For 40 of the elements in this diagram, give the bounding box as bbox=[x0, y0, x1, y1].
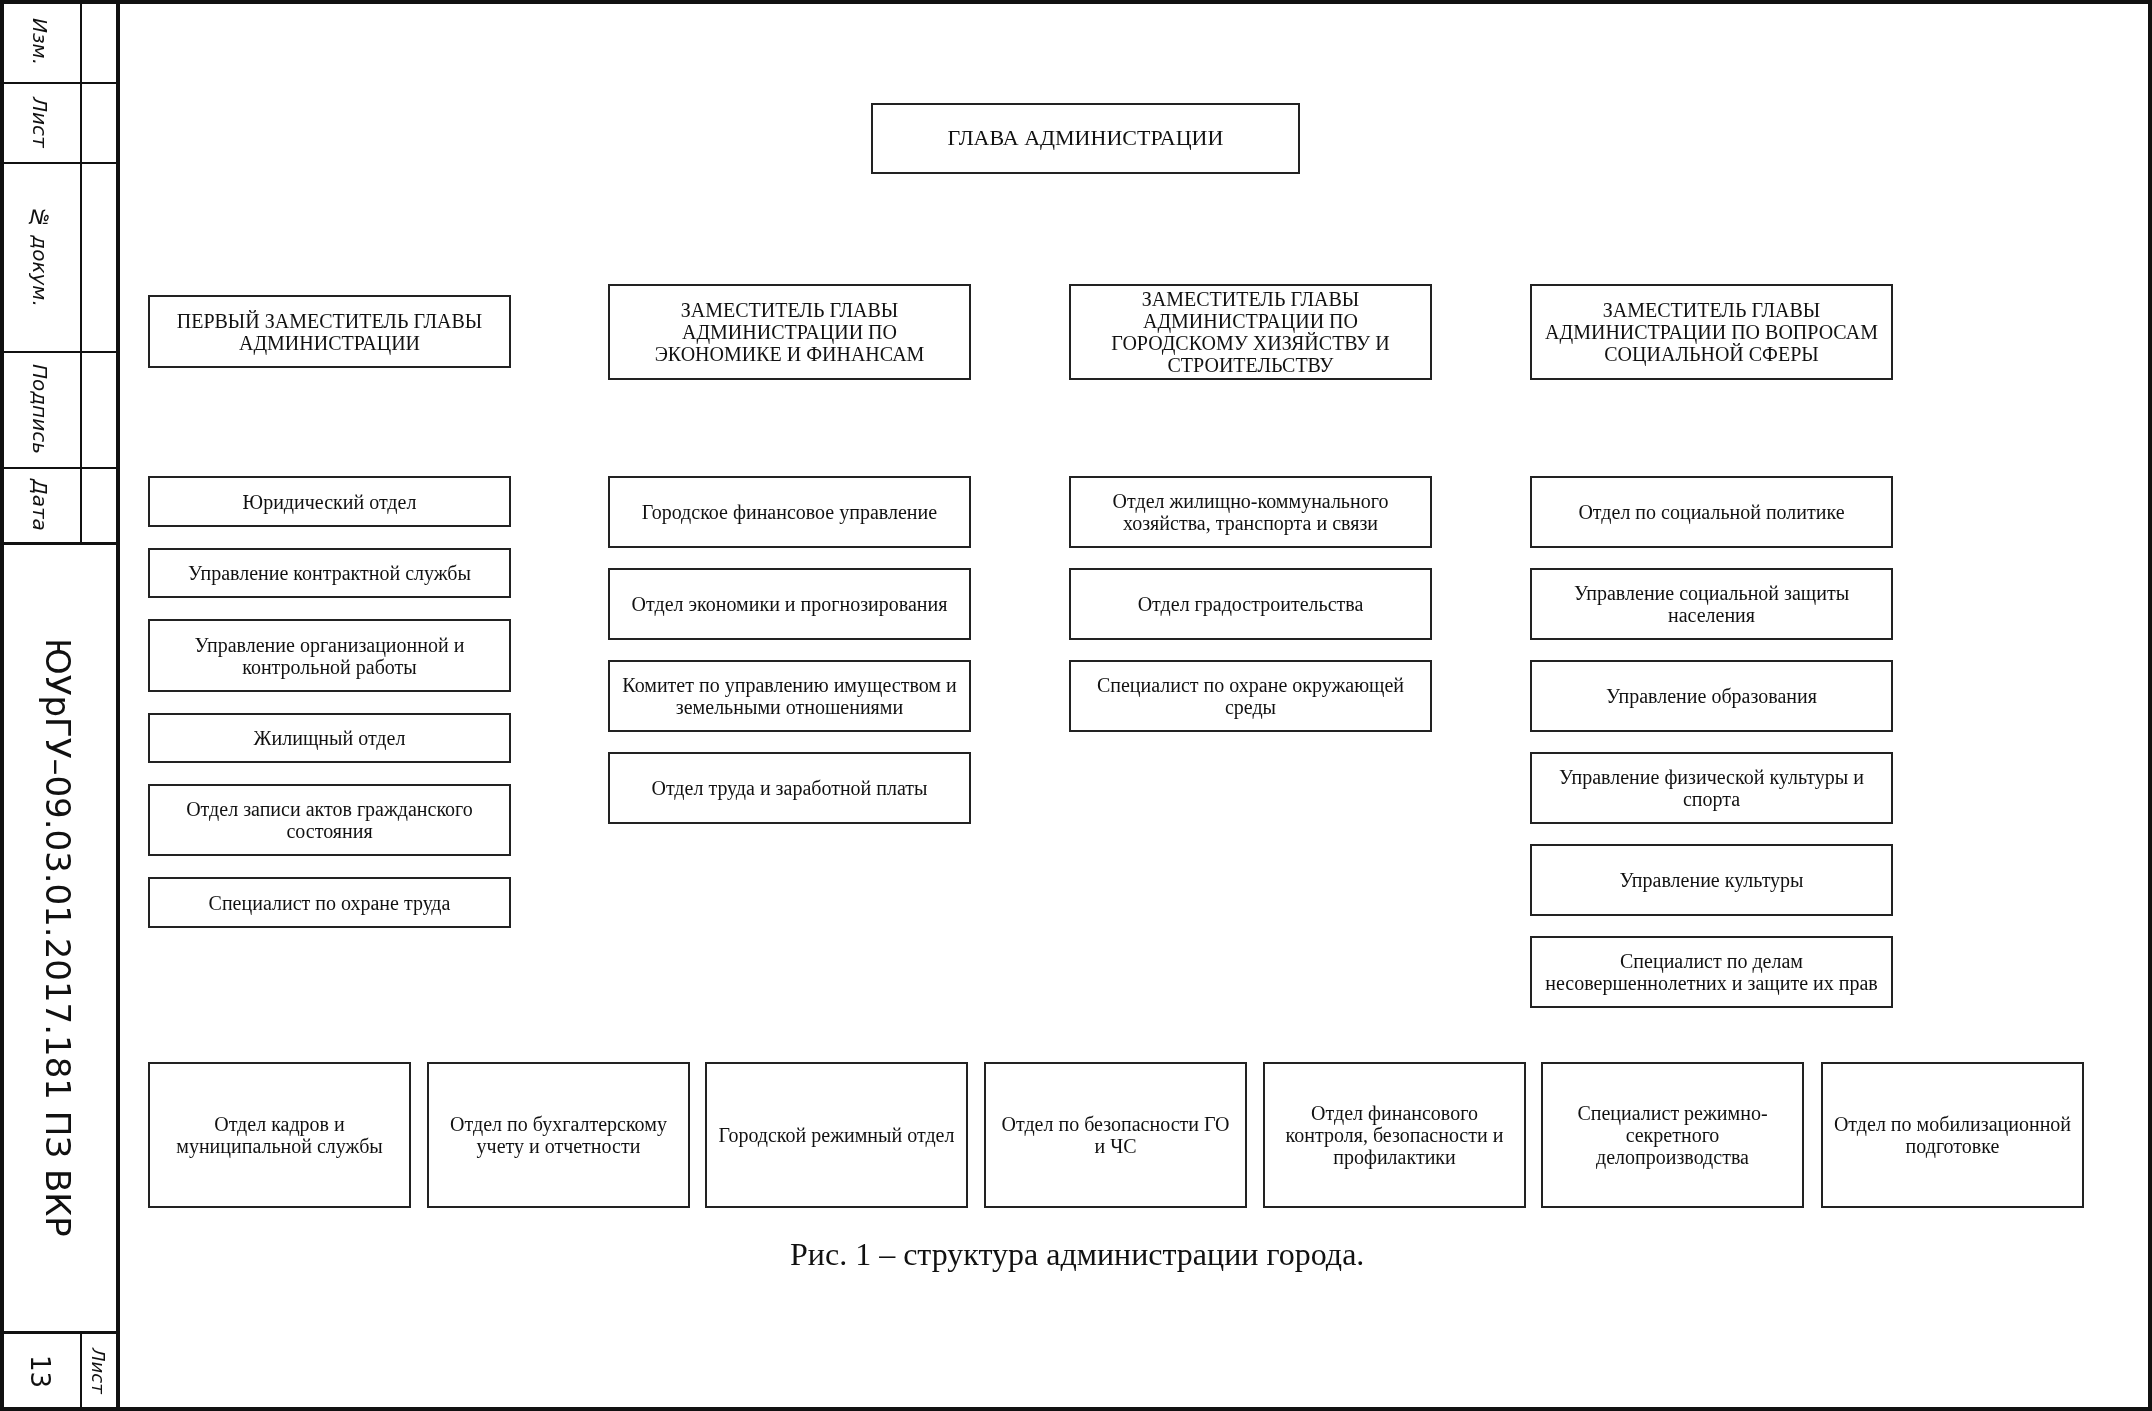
department-box: Управление социальной защиты населения bbox=[1530, 568, 1893, 640]
service-box: Отдел финансового контроля, безопасности и профилактики bbox=[1263, 1062, 1526, 1208]
department-box: Управление физической культуры и спорта bbox=[1530, 752, 1893, 824]
service-box: Отдел по бухгалтерскому учету и отчетности bbox=[427, 1062, 690, 1208]
department-box: Юридический отдел bbox=[148, 476, 511, 527]
department-box: Отдел труда и заработной платы bbox=[608, 752, 971, 824]
service-box: Отдел кадров и муниципальной службы bbox=[148, 1062, 411, 1208]
service-box: Городской режимный отдел bbox=[705, 1062, 968, 1208]
head-box: ГЛАВА АДМИНИСТРАЦИИ bbox=[871, 103, 1300, 174]
department-box: Комитет по управлению имуществом и земельными отношениями bbox=[608, 660, 971, 732]
document-code: ЮУрГУ–09.03.01.2017.181 ПЗ ВКР bbox=[38, 637, 78, 1237]
department-box: Управление контрактной службы bbox=[148, 548, 511, 598]
deputy-box: ЗАМЕСТИТЕЛЬ ГЛАВЫ АДМИНИСТРАЦИИ ПО ГОРОДСКОМУ ХИЗЯЙСТВУ И СТРОИТЕЛЬСТВУ bbox=[1069, 284, 1432, 380]
deputy-box: ПЕРВЫЙ ЗАМЕСТИТЕЛЬ ГЛАВЫ АДМИНИСТРАЦИИ bbox=[148, 295, 511, 368]
stamp-label: № докум. bbox=[28, 205, 52, 307]
service-box: Отдел по безопасности ГО и ЧС bbox=[984, 1062, 1247, 1208]
department-box: Городское финансовое управление bbox=[608, 476, 971, 548]
department-box: Отдел записи актов гражданского состояния bbox=[148, 784, 511, 856]
department-box: Управление образования bbox=[1530, 660, 1893, 732]
department-box: Отдел по социальной политике bbox=[1530, 476, 1893, 548]
deputy-box: ЗАМЕСТИТЕЛЬ ГЛАВЫ АДМИНИСТРАЦИИ ПО ЭКОНОМИКЕ И ФИНАНСАМ bbox=[608, 284, 971, 380]
department-box: Управление организационной и контрольной работы bbox=[148, 619, 511, 692]
stamp-label: Лист bbox=[87, 1348, 109, 1394]
department-box: Специалист по делам несовершеннолетних и защите их прав bbox=[1530, 936, 1893, 1008]
department-box: Специалист по охране труда bbox=[148, 877, 511, 928]
stamp-label: Подпись bbox=[28, 364, 52, 454]
department-box: Отдел экономики и прогнозирования bbox=[608, 568, 971, 640]
stamp-label: Изм. bbox=[28, 17, 52, 65]
figure-caption: Рис. 1 – структура администрации города. bbox=[790, 1236, 1365, 1273]
deputy-box: ЗАМЕСТИТЕЛЬ ГЛАВЫ АДМИНИСТРАЦИИ ПО ВОПРОСАМ СОЦИАЛЬНОЙ СФЕРЫ bbox=[1530, 284, 1893, 380]
department-box: Специалист по охране окружающей среды bbox=[1069, 660, 1432, 732]
stamp-label: Дата bbox=[28, 479, 52, 531]
department-box: Жилищный отдел bbox=[148, 713, 511, 763]
service-box: Специалист режимно-секретного делопроизводства bbox=[1541, 1062, 1804, 1208]
service-box: Отдел по мобилизационной подготовке bbox=[1821, 1062, 2084, 1208]
department-box: Управление культуры bbox=[1530, 844, 1893, 916]
page-number: 13 bbox=[25, 1354, 55, 1388]
department-box: Отдел жилищно-коммунального хозяйства, транспорта и связи bbox=[1069, 476, 1432, 548]
stamp-label: Лист bbox=[28, 96, 52, 148]
department-box: Отдел градостроительства bbox=[1069, 568, 1432, 640]
